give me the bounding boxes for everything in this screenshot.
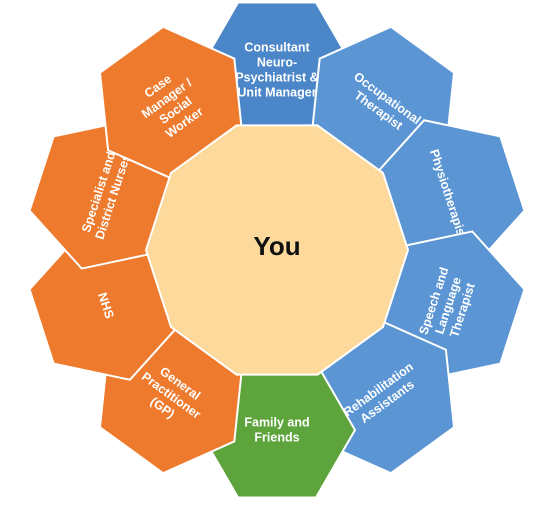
segment-consultant-label-line: Unit Manager	[237, 86, 316, 100]
segment-physio: Physiotherapist	[370, 119, 526, 270]
segment-nhs: NHS	[28, 230, 184, 381]
center-label: You	[253, 231, 300, 261]
center-decagon	[144, 124, 410, 376]
segment-family-label-line: Friends	[254, 431, 299, 445]
segment-consultant-label-line: Consultant	[244, 41, 310, 55]
segment-consultant-label-line: Neuro-	[257, 56, 297, 70]
segment-casemanager: CaseManager /SocialWorker	[98, 25, 244, 184]
segment-family-label-line: Family and	[244, 416, 309, 430]
segment-consultant-label-line: Psychiatrist &	[235, 71, 318, 85]
